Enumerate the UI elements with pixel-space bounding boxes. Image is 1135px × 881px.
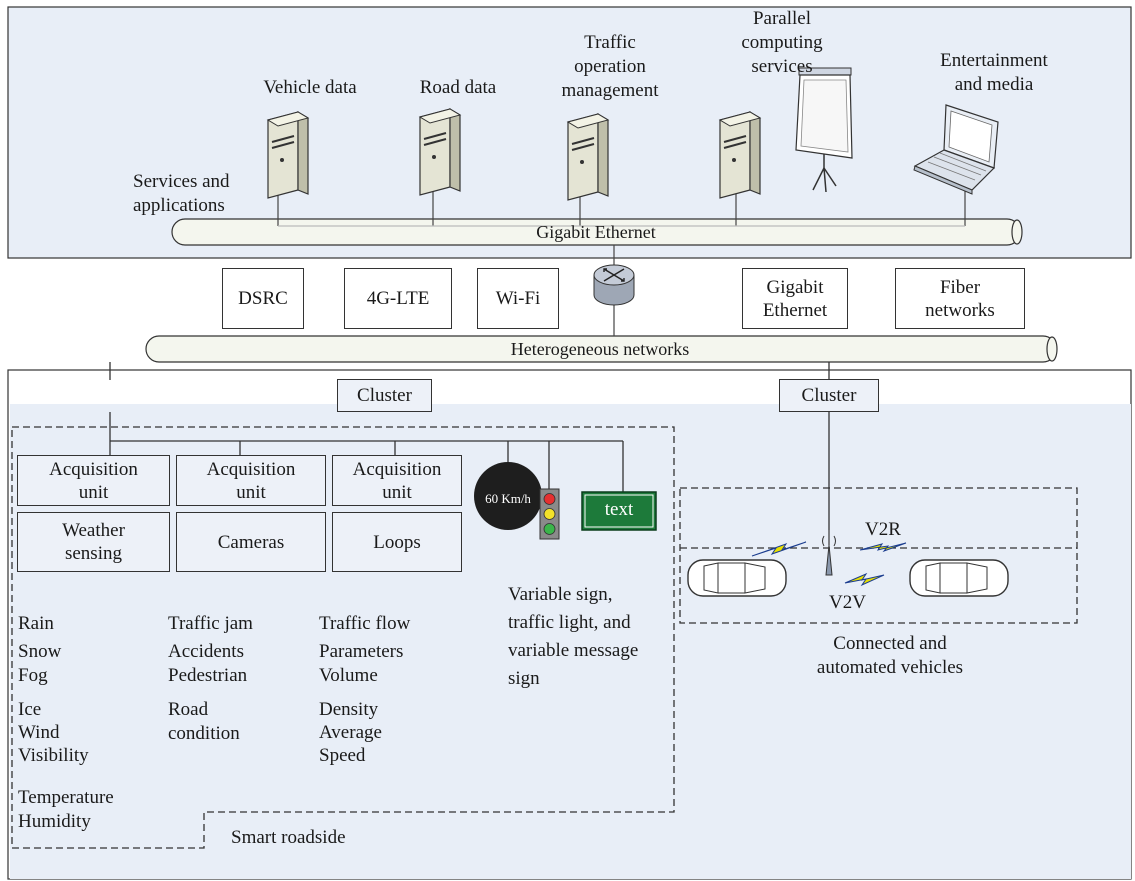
v2r-label: V2R [865, 519, 901, 540]
speed-sign-label: 60 Km/h [485, 491, 531, 506]
list-item: Traffic jam [168, 613, 253, 634]
network-box-fiber: Fiber networks [895, 268, 1025, 329]
list-item: Pedestrian [168, 665, 248, 686]
list-item: Speed [319, 745, 366, 766]
v2v-label: V2V [829, 592, 866, 613]
cluster-lines [109, 362, 830, 530]
network-box-dsrc: DSRC [222, 268, 304, 329]
network-box-wifi: Wi-Fi [477, 268, 559, 329]
speed-sign [474, 462, 542, 530]
list-item: Fog [18, 665, 48, 686]
list-item: Parameters [319, 641, 404, 662]
list-item: Rain [18, 613, 54, 634]
heterogeneous-networks-bus [145, 335, 1058, 363]
list-item: Visibility [18, 745, 89, 766]
message-sign-label: text [604, 499, 634, 520]
projector-screen-icon [795, 67, 853, 193]
server-icon-parallel-computing [718, 110, 762, 199]
acquisition-unit-2: Acquisition unit [176, 455, 326, 506]
acquisition-unit-3: Acquisition unit [332, 455, 462, 506]
services-applications-label: Services and applications [133, 171, 230, 216]
list-item: Road condition [168, 699, 240, 744]
traffic-light-icon [539, 488, 560, 540]
list-item: Density [319, 699, 379, 720]
server-label-vehicle-data: Vehicle data [263, 77, 357, 98]
wireless-link-icons [751, 541, 907, 587]
server-label-road-data: Road data [419, 77, 497, 98]
sensor-box-loops: Loops [332, 512, 462, 572]
server-icon-road-data [418, 107, 462, 196]
network-box-4g-lte: 4G-LTE [344, 268, 452, 329]
list-item: Humidity [18, 811, 91, 832]
smart-roadside-region [11, 426, 675, 849]
list-item: Ice [18, 699, 42, 720]
gigabit-ethernet-label: Gigabit Ethernet [536, 222, 656, 242]
router-icon [593, 264, 635, 306]
heterogeneous-networks-label: Heterogeneous networks [510, 339, 690, 359]
laptop-icon [913, 104, 999, 195]
list-item: Average [319, 722, 382, 743]
server-label-traffic-operation: Traffic operation management [561, 32, 659, 101]
network-box-gigabit-ethernet: Gigabit Ethernet [742, 268, 848, 329]
cluster-box-left: Cluster [337, 379, 432, 412]
list-item: Wind [18, 722, 60, 743]
sensor-box-cameras: Cameras [176, 512, 326, 572]
list-item: Accidents [168, 641, 244, 662]
list-item: Volume [319, 665, 378, 686]
car-icon-left [687, 559, 787, 597]
car-icon-right [909, 559, 1009, 597]
server-icon-vehicle-data [266, 110, 310, 199]
sensor-box-weather: Weather sensing [17, 512, 170, 572]
list-item: Temperature [18, 787, 114, 808]
sign-caption: Variable sign, traffic light, and variab… [508, 584, 639, 689]
message-sign [581, 491, 657, 531]
vehicles-caption: Connected and automated vehicles [816, 633, 964, 678]
server-label-parallel-computing: Parallel computing services [741, 8, 823, 77]
acquisition-unit-1: Acquisition unit [17, 455, 170, 506]
smart-roadside-label: Smart roadside [231, 827, 346, 848]
server-label-entertainment: Entertainment and media [940, 50, 1048, 95]
list-item: Traffic flow [319, 613, 411, 634]
server-icon-traffic-operation [566, 112, 610, 201]
list-item: Snow [18, 641, 62, 662]
antenna-icon [822, 530, 836, 576]
vehicles-region [679, 487, 1078, 624]
cluster-box-right: Cluster [779, 379, 879, 412]
